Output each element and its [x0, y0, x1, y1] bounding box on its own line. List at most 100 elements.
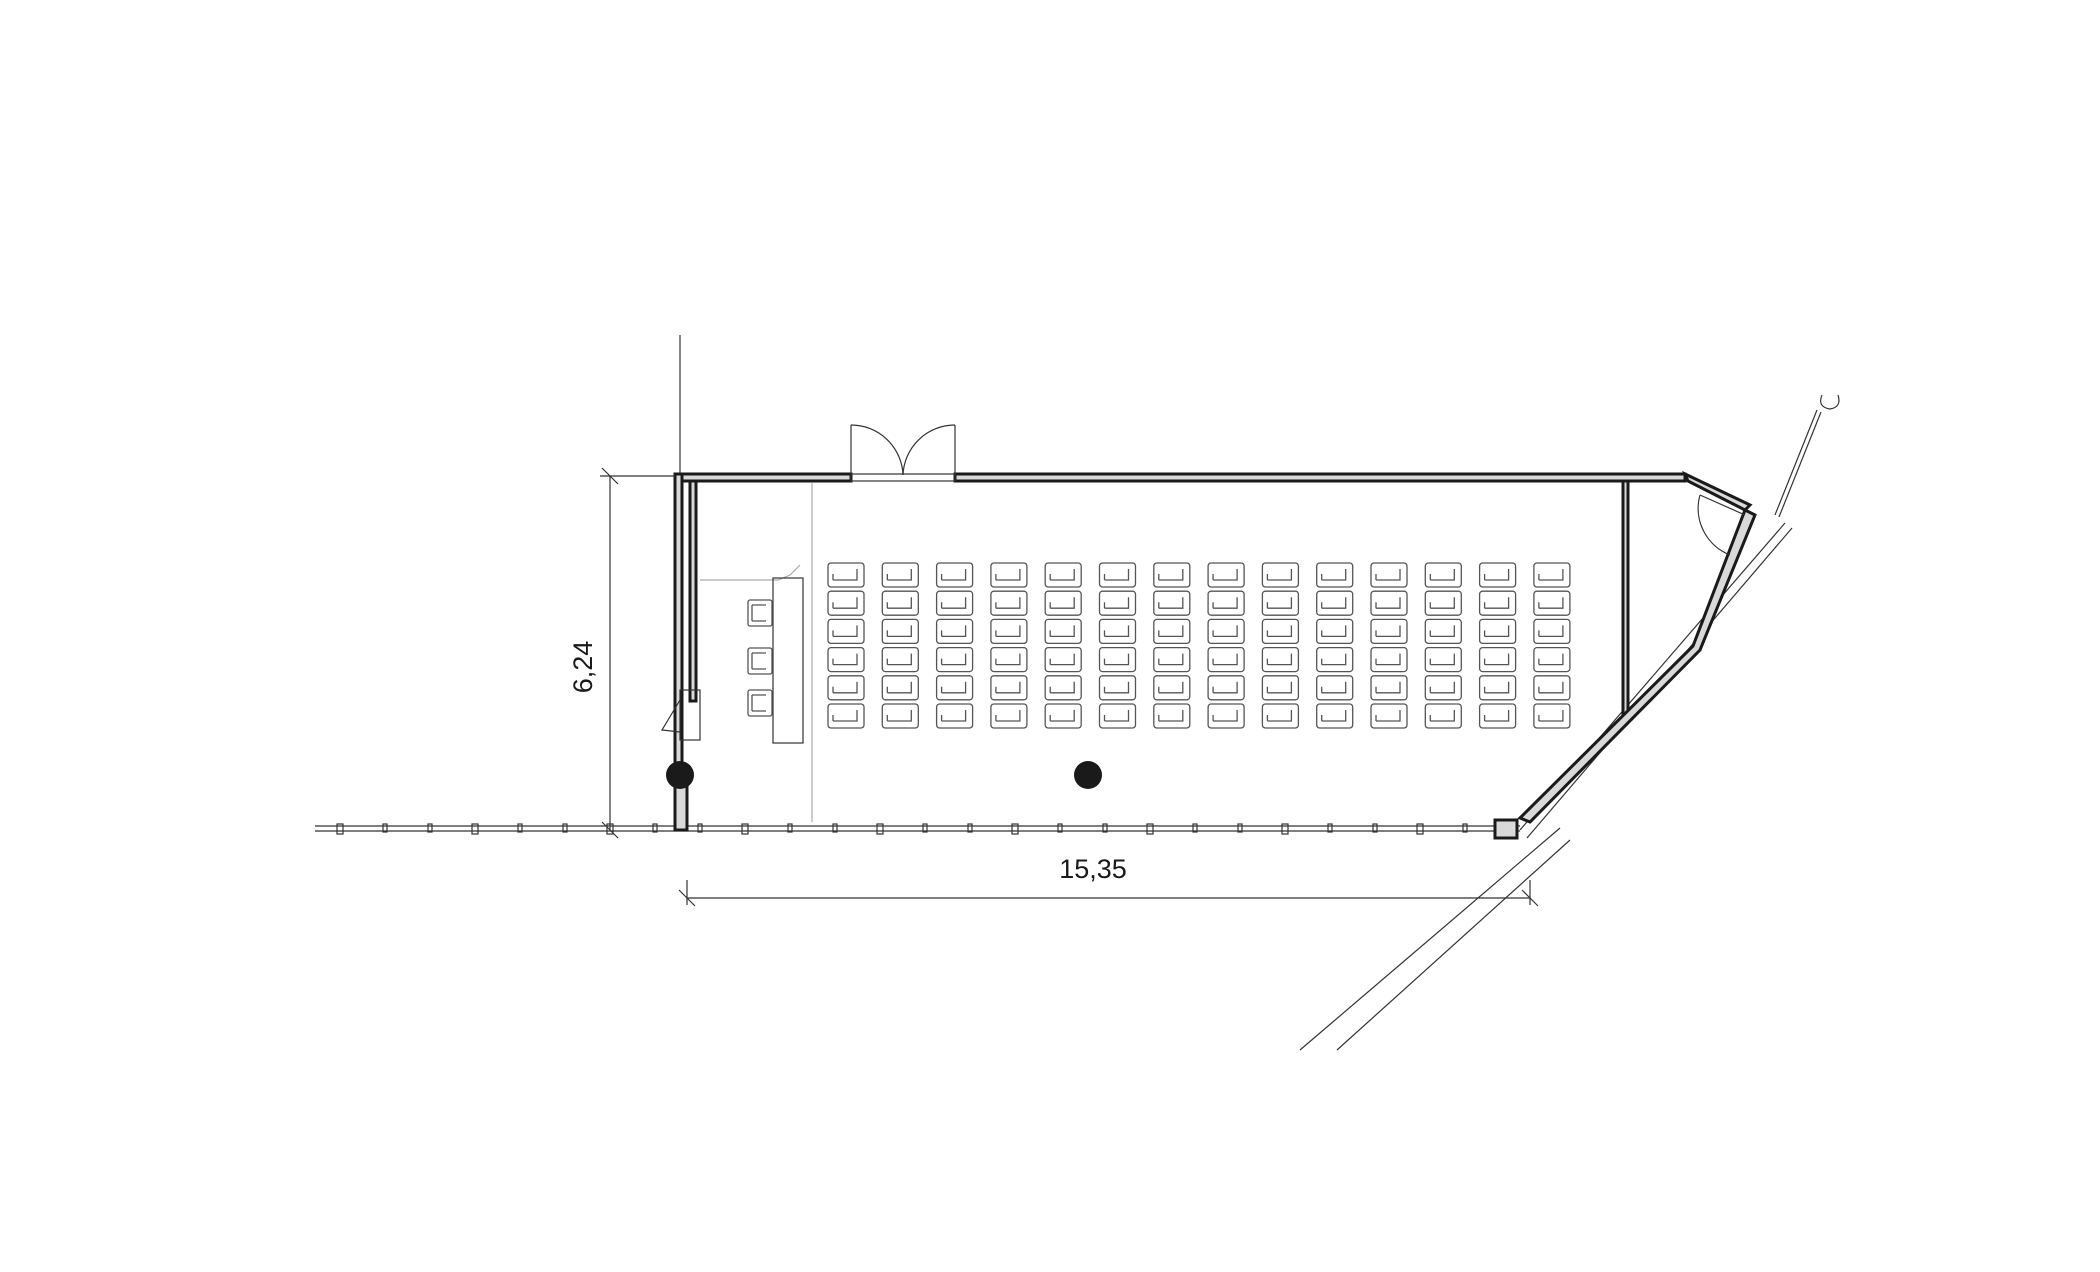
- audience-seat: [1533, 562, 1571, 588]
- audience-seat: [935, 703, 974, 729]
- fence-post: [652, 823, 658, 833]
- fence-post: [922, 823, 928, 833]
- audience-seat: [1316, 590, 1354, 616]
- audience-seat: [1098, 646, 1137, 673]
- audience-seat: [827, 703, 865, 729]
- audience-seat: [1207, 703, 1245, 729]
- audience-seat: [881, 646, 919, 673]
- width-dimension: 15,35: [678, 854, 1539, 907]
- audience-seat: [1044, 590, 1082, 616]
- audience-seat: [935, 590, 974, 616]
- fence-post: [697, 823, 703, 833]
- audience-seat: [1370, 675, 1408, 701]
- audience-seat: [990, 646, 1028, 673]
- audience-seat: [1424, 675, 1462, 701]
- audience-seat: [1533, 703, 1571, 729]
- audience-seating: [827, 562, 1571, 729]
- audience-seat: [1153, 618, 1191, 645]
- side-door[interactable]: [1697, 494, 1746, 556]
- audience-seat: [1424, 703, 1462, 729]
- fence-post: [336, 823, 344, 835]
- audience-seat: [1316, 646, 1354, 673]
- audience-seat: [1533, 646, 1571, 673]
- audience-seat: [1098, 618, 1137, 645]
- audience-seat: [1533, 675, 1571, 701]
- audience-seat: [1098, 562, 1137, 588]
- audience-seat: [1207, 562, 1245, 588]
- speaker-table: [772, 577, 804, 744]
- audience-seat: [881, 562, 919, 588]
- fence-post: [427, 823, 433, 833]
- audience-seat: [1424, 562, 1462, 588]
- audience-seat: [1207, 590, 1245, 616]
- audience-seat: [935, 675, 974, 701]
- fence-post: [876, 823, 884, 835]
- fence-posts: [336, 823, 1468, 835]
- audience-seat: [1261, 675, 1300, 701]
- double-door[interactable]: [850, 424, 956, 482]
- column-left: [666, 761, 694, 789]
- audience-seat: [1153, 562, 1191, 588]
- panel-chair: [747, 599, 773, 627]
- audience-seat: [1261, 646, 1300, 673]
- audience-seat: [1261, 590, 1300, 616]
- audience-seat: [1478, 562, 1517, 588]
- fence-post: [471, 823, 479, 835]
- fence-post: [832, 823, 838, 833]
- audience-seat: [1316, 675, 1354, 701]
- audience-seat: [1370, 562, 1408, 588]
- audience-seat: [1533, 618, 1571, 645]
- audience-seat: [935, 562, 974, 588]
- fence-post: [1011, 823, 1019, 835]
- audience-seat: [1153, 646, 1191, 673]
- audience-seat: [881, 618, 919, 645]
- panel-chair: [747, 647, 773, 675]
- audience-seat: [990, 675, 1028, 701]
- fence-post: [1281, 823, 1289, 835]
- fence-post: [1416, 823, 1424, 835]
- audience-seat: [1370, 703, 1408, 729]
- audience-seat: [1478, 703, 1517, 729]
- width-dimension-label: 15,35: [1059, 854, 1127, 884]
- audience-seat: [935, 646, 974, 673]
- audience-seat: [1370, 590, 1408, 616]
- fence-post: [1462, 823, 1468, 833]
- audience-seat: [1153, 675, 1191, 701]
- audience-seat: [1316, 562, 1354, 588]
- left-door[interactable]: [661, 689, 701, 741]
- audience-seat: [1316, 703, 1354, 729]
- audience-seat: [827, 618, 865, 645]
- height-dimension-label: 6,24: [568, 641, 598, 694]
- fence-post: [787, 823, 793, 833]
- audience-seat: [990, 562, 1028, 588]
- fence-post: [1102, 823, 1108, 833]
- audience-seat: [1478, 618, 1517, 645]
- audience-seat: [1261, 703, 1300, 729]
- audience-seat: [1207, 618, 1245, 645]
- audience-seat: [1533, 590, 1571, 616]
- audience-seat: [1098, 590, 1137, 616]
- fence-post: [517, 823, 523, 833]
- panel-chair: [747, 689, 773, 717]
- audience-seat: [1316, 618, 1354, 645]
- audience-seat: [827, 562, 865, 588]
- audience-seat: [935, 618, 974, 645]
- audience-seat: [1424, 590, 1462, 616]
- audience-seat: [881, 590, 919, 616]
- audience-seat: [990, 703, 1028, 729]
- panel-chairs: [747, 599, 773, 717]
- fence-post: [382, 823, 388, 833]
- audience-seat: [1207, 675, 1245, 701]
- audience-seat: [827, 590, 865, 616]
- audience-seat: [1478, 646, 1517, 673]
- fence-post: [562, 823, 568, 833]
- audience-seat: [1261, 562, 1300, 588]
- audience-seat: [1424, 646, 1462, 673]
- audience-seat: [1370, 646, 1408, 673]
- fence-post: [741, 823, 749, 835]
- audience-seat: [827, 675, 865, 701]
- audience-seat: [881, 703, 919, 729]
- audience-seat: [1370, 618, 1408, 645]
- audience-seat: [990, 590, 1028, 616]
